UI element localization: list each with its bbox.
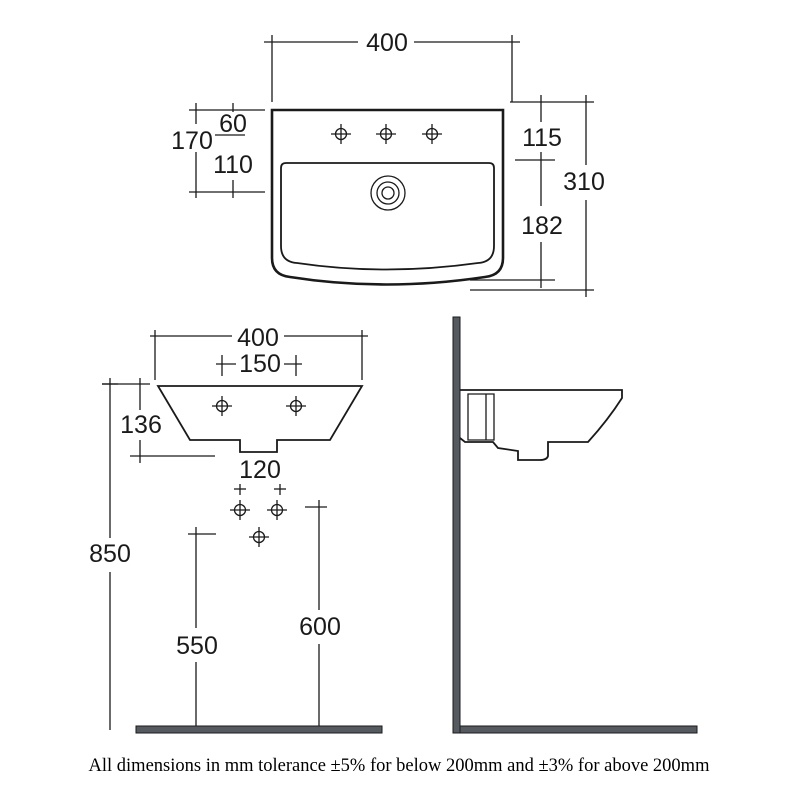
waste-height-label: 550 (176, 632, 218, 660)
top-left-upper-label: 60 (219, 110, 247, 138)
top-view: 400 170 60 110 115 182 (171, 29, 605, 297)
front-width-label: 400 (237, 324, 279, 352)
top-depth-label: 310 (563, 168, 605, 196)
supply-height-label: 600 (299, 613, 341, 641)
waste-height-dimension: 550 (176, 527, 218, 730)
side-view-bracket (467, 393, 495, 441)
top-right-upper-label: 115 (522, 124, 562, 152)
waste-width-dimension: 120 (234, 456, 286, 495)
front-width-dimension: 400 (150, 324, 368, 380)
tap-hole-icon (211, 395, 233, 417)
top-left-dimensions: 170 60 110 (171, 103, 265, 198)
top-width-label: 400 (366, 29, 408, 57)
tap-hole-icon (421, 123, 443, 145)
top-right-dimensions: 115 182 310 (470, 95, 605, 297)
supply-point-icon (229, 499, 251, 521)
floor-line (135, 725, 383, 734)
waste-point-icon (248, 526, 270, 548)
front-view: 400 150 136 120 (89, 324, 383, 734)
tap-hole-icon (285, 395, 307, 417)
front-view-basin-outline (156, 385, 364, 453)
basin-height-dimension: 136 (102, 378, 215, 463)
tap-spacing-label: 150 (239, 350, 281, 378)
basin-height-label: 136 (120, 411, 162, 439)
waste-width-label: 120 (239, 456, 281, 484)
wall (452, 316, 461, 734)
waste-outlet-icon (370, 175, 406, 211)
side-view-basin-outline (459, 389, 623, 461)
supply-point-icon (266, 499, 288, 521)
top-view-basin-outline (270, 108, 505, 286)
tap-hole-icon (330, 123, 352, 145)
top-left-outer-label: 170 (171, 127, 213, 155)
tap-spacing-dimension: 150 (216, 350, 302, 378)
side-floor-line (459, 725, 698, 734)
overall-height-dimension: 850 (89, 378, 131, 730)
top-right-lower-label: 182 (521, 212, 563, 240)
tap-hole-icon (375, 123, 397, 145)
top-width-dimension: 400 (264, 29, 520, 102)
supply-height-dimension: 600 (299, 500, 341, 730)
dimensions-note: All dimensions in mm tolerance ±5% for b… (89, 756, 711, 776)
side-view (452, 316, 698, 734)
overall-height-label: 850 (89, 540, 131, 568)
top-view-bowl-outline (280, 162, 495, 271)
top-left-lower-label: 110 (213, 151, 253, 179)
